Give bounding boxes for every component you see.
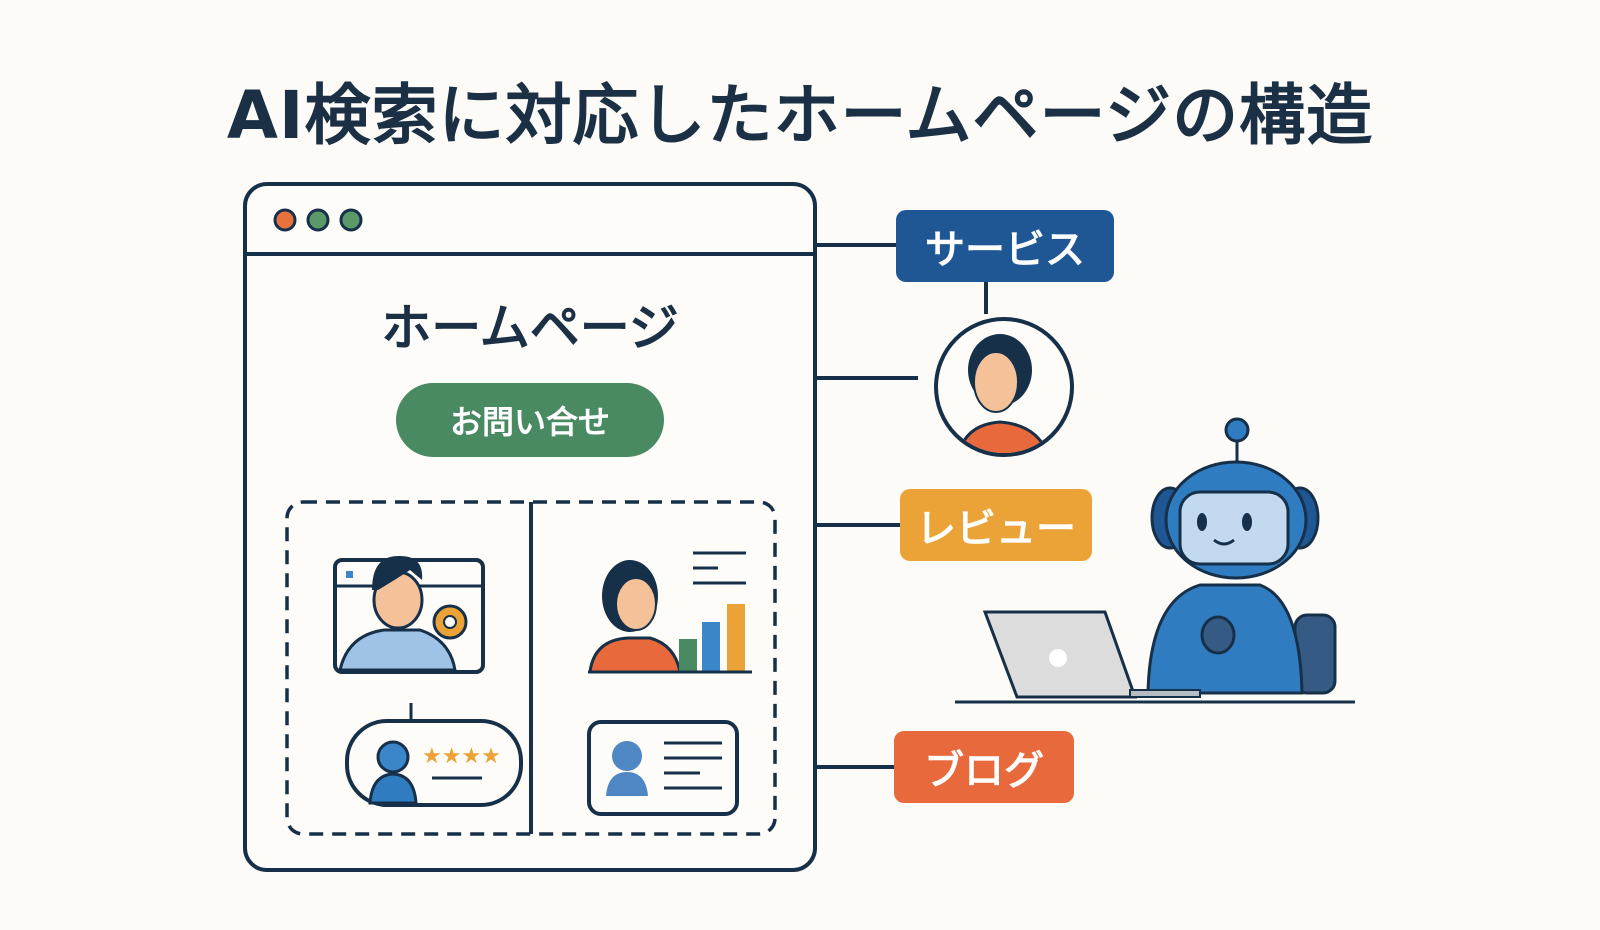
contact-button[interactable]: お問い合せ — [396, 383, 664, 457]
person-with-chart-icon — [588, 551, 752, 674]
browser-window — [243, 182, 817, 872]
robot-with-laptop-icon — [955, 417, 1355, 704]
homepage-title: ホームページ — [381, 299, 679, 357]
window-dot-icon — [306, 208, 330, 232]
label-blog: ブログ — [894, 731, 1074, 803]
label-service: サービス — [896, 210, 1114, 282]
page-title: AI検索に対応したホームページの構造 — [226, 77, 1374, 154]
window-dot-icon — [339, 208, 363, 232]
avatar-woman-icon — [934, 317, 1074, 457]
profile-card-icon — [587, 720, 739, 816]
review-stars-icon: ★★★★ — [345, 703, 523, 807]
svg-text:★★★★: ★★★★ — [422, 744, 501, 769]
label-review: レビュー — [900, 489, 1092, 561]
window-dot-icon — [273, 208, 297, 232]
connector-lines — [815, 243, 988, 769]
person-with-gear-icon — [333, 555, 485, 674]
